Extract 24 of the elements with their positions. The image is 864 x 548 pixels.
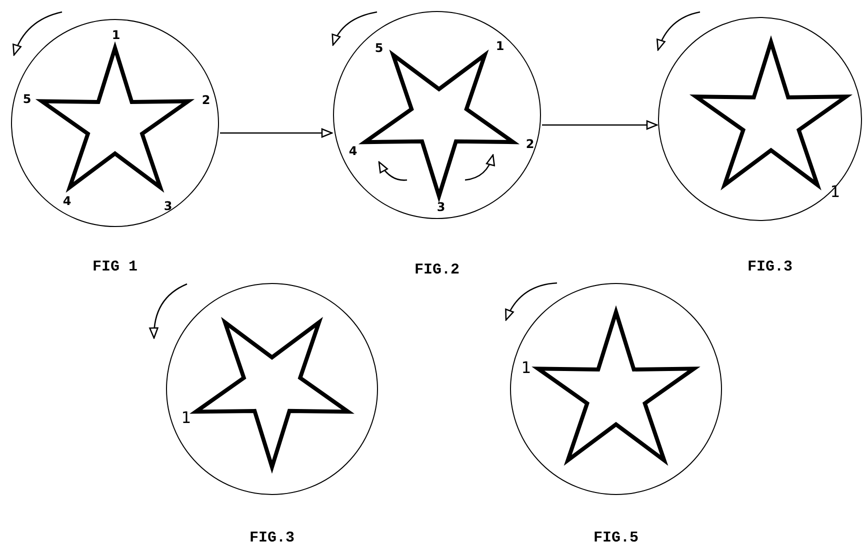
vertex-number: 2 [202,93,210,107]
circle [658,17,862,221]
vertex-number: 3 [164,199,172,213]
vertex-number: 1 [112,28,120,42]
figure-caption: FIG.2 [414,262,460,278]
vertex-number: 1 [181,409,191,427]
vertex-number: 1 [521,359,531,377]
figure-caption: FIG.5 [594,530,638,546]
figure-caption: FIG.3 [748,258,792,276]
vertex-number: 5 [22,92,32,106]
vertex-number: 3 [436,200,446,214]
circle [11,19,219,227]
figure-caption: FIG.3 [250,530,294,546]
circle [166,283,378,495]
arrow [542,120,658,130]
vertex-number: 4 [348,144,358,158]
arrow [220,128,333,138]
vertex-number: 1 [496,39,504,53]
vertex-number: 2 [526,137,534,151]
vertex-number: 4 [62,194,72,208]
circle [333,11,541,219]
circle [510,283,722,495]
vertex-number: 5 [374,41,384,55]
figure-caption: FIG 1 [92,258,138,276]
